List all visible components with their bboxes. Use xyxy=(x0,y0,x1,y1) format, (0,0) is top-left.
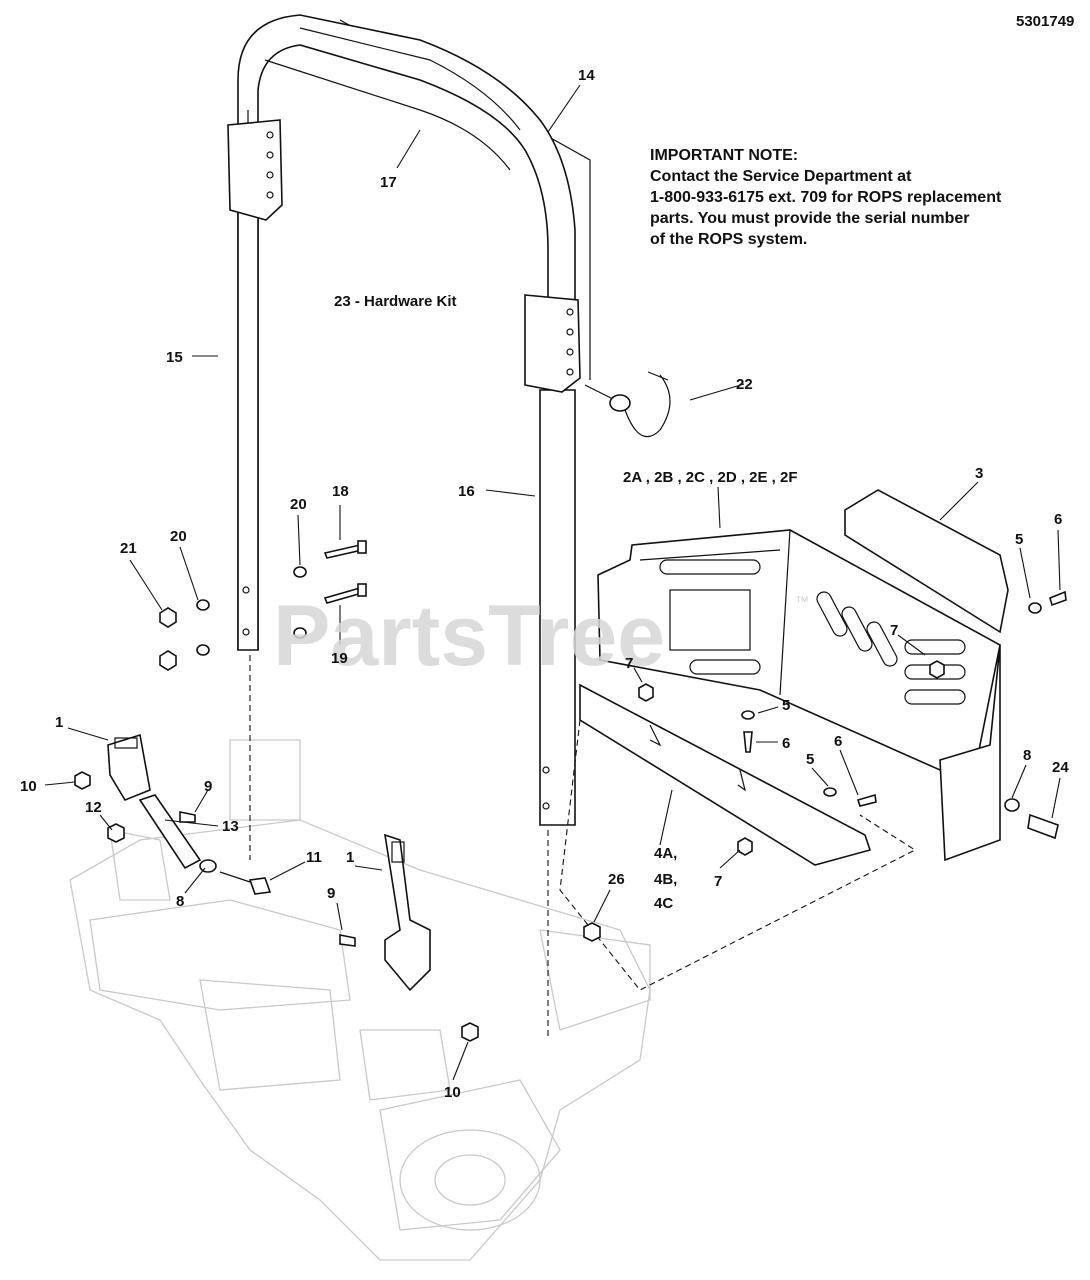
callout-16: 16 xyxy=(458,483,475,500)
rops-bar-assembly xyxy=(227,14,591,1040)
callout-6a: 6 xyxy=(1054,511,1062,528)
diagram-id: 5301749 xyxy=(1016,13,1074,30)
callout-6b: 6 xyxy=(782,735,790,752)
important-note: IMPORTANT NOTE: Contact the Service Depa… xyxy=(650,147,1002,248)
callout-5b: 5 xyxy=(782,697,790,714)
callout-15: 15 xyxy=(166,349,183,366)
note-line-4: of the ROPS system. xyxy=(650,231,807,248)
callout-17: 17 xyxy=(380,174,397,191)
callout-1b: 1 xyxy=(346,849,354,866)
callout-26: 26 xyxy=(608,871,625,888)
callout-7b: 7 xyxy=(625,655,633,672)
callout-5a: 5 xyxy=(1015,531,1023,548)
callout-labels: 14 17 15 23 - Hardware Kit 22 16 2A , 2B… xyxy=(20,67,1069,1101)
callout-22: 22 xyxy=(736,376,753,393)
note-title: IMPORTANT NOTE: xyxy=(650,147,798,164)
watermark-text: PartsTree xyxy=(273,588,665,684)
callout-10a: 10 xyxy=(20,778,37,795)
callout-10b: 10 xyxy=(444,1084,461,1101)
callout-14: 14 xyxy=(578,67,595,84)
seat-bracket xyxy=(844,489,1009,634)
callout-6c: 6 xyxy=(834,733,842,750)
callout-13: 13 xyxy=(222,818,239,835)
seat-rail xyxy=(559,683,917,991)
callout-5c: 5 xyxy=(806,751,814,768)
note-line-2: 1-800-933-6175 ext. 709 for ROPS replace… xyxy=(650,189,1002,206)
callout-23: 23 - Hardware Kit xyxy=(334,293,457,310)
callout-8a: 8 xyxy=(1023,747,1031,764)
callout-21: 21 xyxy=(120,540,137,557)
note-line-3: parts. You must provide the serial numbe… xyxy=(650,210,969,227)
callout-2: 2A , 2B , 2C , 2D , 2E , 2F xyxy=(623,469,798,486)
callout-19: 19 xyxy=(331,650,348,667)
pin-lanyard xyxy=(584,371,671,438)
callout-11: 11 xyxy=(306,849,322,866)
callout-3: 3 xyxy=(975,465,983,482)
watermark: PartsTree ™ xyxy=(273,588,809,684)
callout-18: 18 xyxy=(332,483,349,500)
callout-9a: 9 xyxy=(204,778,212,795)
callout-1a: 1 xyxy=(55,714,63,731)
watermark-tm: ™ xyxy=(795,593,809,609)
callout-20a: 20 xyxy=(290,496,307,513)
leader-lines xyxy=(44,84,1061,1081)
seat-pan xyxy=(597,529,1001,862)
callout-12: 12 xyxy=(85,799,102,816)
hardware-parts xyxy=(74,540,1067,1042)
callout-4b: 4B, xyxy=(654,871,677,888)
callout-9b: 9 xyxy=(327,885,335,902)
callout-24: 24 xyxy=(1052,759,1069,776)
callout-20b: 20 xyxy=(170,528,187,545)
callout-7c: 7 xyxy=(714,873,722,890)
callout-7a: 7 xyxy=(890,622,898,639)
callout-4a: 4A, xyxy=(654,845,677,862)
callout-4c: 4C xyxy=(654,895,673,912)
note-line-1: Contact the Service Department at xyxy=(650,168,912,185)
callout-8b: 8 xyxy=(176,893,184,910)
